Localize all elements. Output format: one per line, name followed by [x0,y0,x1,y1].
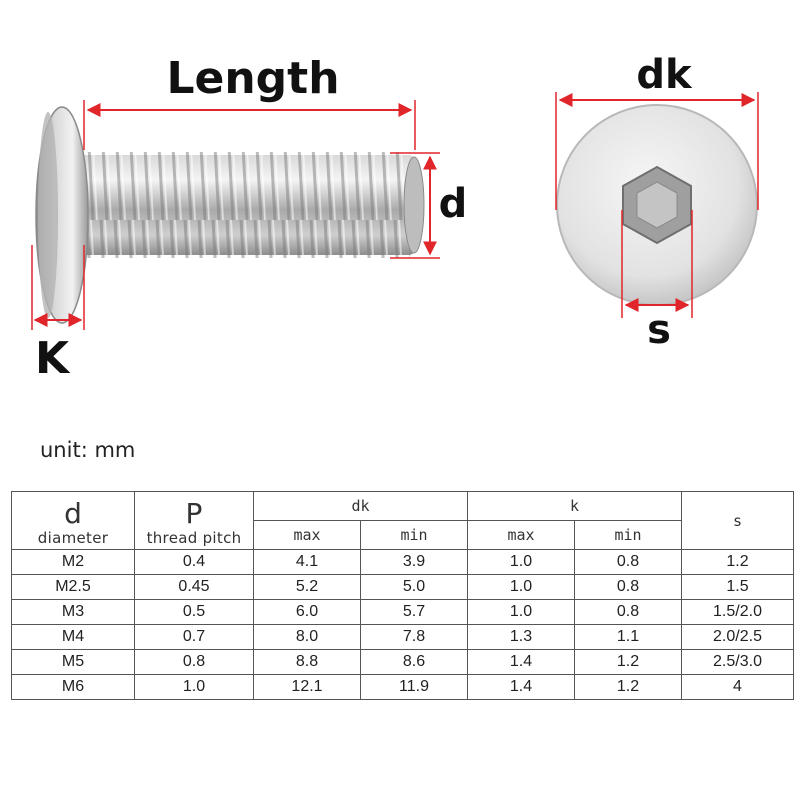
cell-dk-min: 5.7 [360,599,468,625]
header-dk: dk [253,491,468,521]
unit-text: unit: mm [40,438,136,462]
cell-s: 1.5 [681,574,794,600]
header-dk-max: max [253,520,361,550]
cell-dk-min: 3.9 [360,549,468,575]
cell-p: 0.5 [134,599,254,625]
cell-s: 1.5/2.0 [681,599,794,625]
length-label: Length [166,53,339,104]
cell-d: M6 [11,674,135,700]
screw-head-rim [38,112,58,318]
header-s: s [681,491,794,550]
cell-p: 1.0 [134,674,254,700]
screw-tip [403,156,425,254]
cell-k-min: 0.8 [574,599,682,625]
cell-k-min: 1.2 [574,649,682,675]
cell-dk-min: 8.6 [360,649,468,675]
cell-k-min: 1.1 [574,624,682,650]
header-dk-min: min [360,520,468,550]
header-p: P thread pitch [134,491,254,550]
cell-s: 2.5/3.0 [681,649,794,675]
d-dimension [390,152,440,259]
cell-k-max: 1.4 [467,674,575,700]
cell-p: 0.45 [134,574,254,600]
cell-k-max: 1.3 [467,624,575,650]
cell-k-min: 1.2 [574,674,682,700]
cell-k-max: 1.4 [467,649,575,675]
cell-dk-max: 12.1 [253,674,361,700]
cell-s: 4 [681,674,794,700]
d-label: d [439,181,468,227]
screw-threads [85,152,410,258]
cell-p: 0.8 [134,649,254,675]
s-dimension [621,210,693,318]
cell-dk-min: 11.9 [360,674,468,700]
cell-d: M2 [11,549,135,575]
header-d: d diameter [11,491,135,550]
dk-dimension [555,92,759,210]
cell-k-max: 1.0 [467,599,575,625]
cell-d: M4 [11,624,135,650]
dk-label: dk [636,52,693,98]
cell-dk-max: 5.2 [253,574,361,600]
cell-p: 0.7 [134,624,254,650]
cell-p: 0.4 [134,549,254,575]
cell-s: 2.0/2.5 [681,624,794,650]
cell-k-min: 0.8 [574,549,682,575]
header-d-symbol: d [64,496,82,530]
cell-dk-max: 4.1 [253,549,361,575]
header-k: k [467,491,682,521]
header-p-symbol: P [185,496,203,530]
k-label: K [35,333,71,384]
cell-dk-min: 5.0 [360,574,468,600]
screw-diagram: Length d K dk s [31,52,759,384]
hex-socket-inner [636,181,678,229]
length-dimension [83,100,416,150]
table-header-row: d diameter P thread pitch dk k s [11,491,794,550]
cell-dk-min: 7.8 [360,624,468,650]
cell-dk-max: 8.0 [253,624,361,650]
cell-dk-max: 8.8 [253,649,361,675]
cell-k-max: 1.0 [467,549,575,575]
cell-dk-max: 6.0 [253,599,361,625]
k-dimension [31,245,85,330]
cell-k-min: 0.8 [574,574,682,600]
cell-d: M5 [11,649,135,675]
cell-d: M2.5 [11,574,135,600]
spec-table: d diameter P thread pitch dk k s max min… [11,491,794,700]
cell-k-max: 1.0 [467,574,575,600]
header-d-sub: diameter [37,528,109,547]
header-p-sub: thread pitch [146,528,242,547]
cell-d: M3 [11,599,135,625]
cell-s: 1.2 [681,549,794,575]
screw-side-view [35,106,425,324]
s-label: s [647,307,671,353]
screw-top-view [556,104,758,306]
header-k-max: max [467,520,575,550]
header-k-min: min [574,520,682,550]
